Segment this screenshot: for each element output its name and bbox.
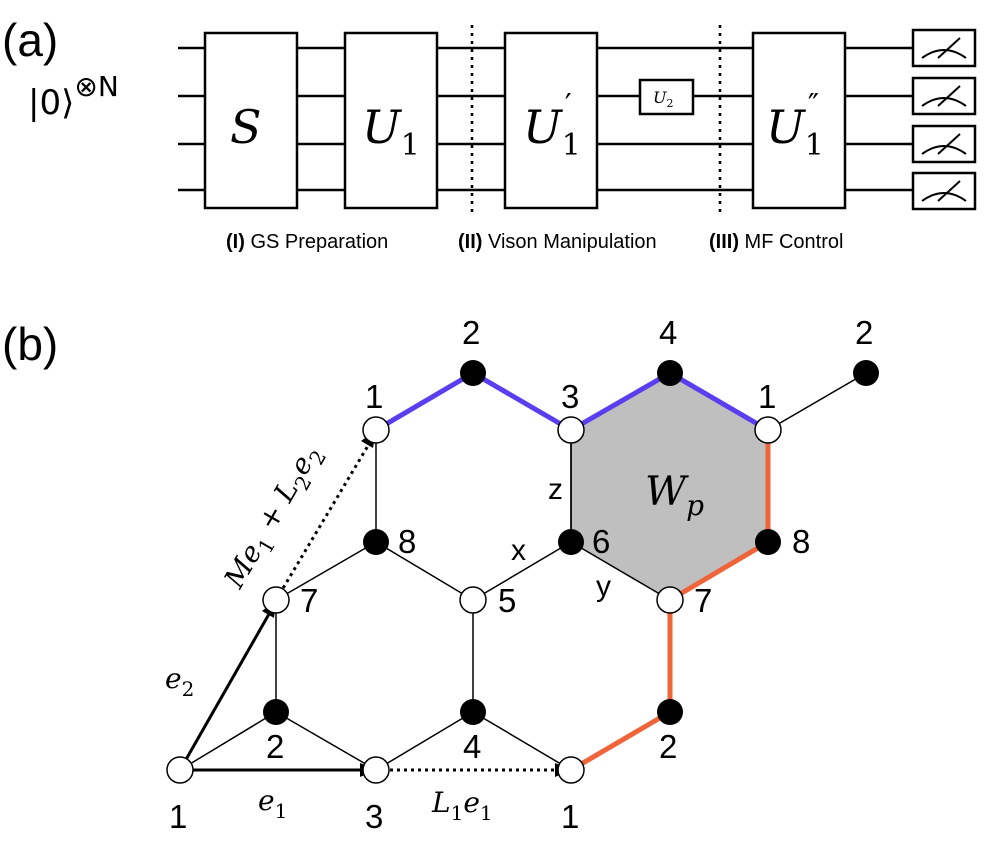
vector-label-e1: e1	[258, 784, 287, 823]
site-circle	[262, 586, 290, 614]
vector-label-e2: e2	[165, 662, 194, 701]
svg-text:U1″: U1″	[766, 88, 824, 163]
meter-icon	[911, 124, 977, 164]
site-label: 8	[398, 523, 416, 560]
site-circle	[362, 756, 390, 784]
site-circle	[557, 756, 585, 784]
site-dot	[460, 360, 486, 386]
svg-text:U2: U2	[653, 88, 673, 110]
site-label: 4	[463, 728, 481, 765]
site-circle	[362, 416, 390, 444]
black-sites	[263, 360, 879, 725]
gate-U1-double-prime: U1″	[751, 31, 847, 210]
site-circle	[754, 416, 782, 444]
meter-icon	[911, 28, 977, 68]
site-dot	[755, 529, 781, 555]
stage-label-mf-control: (III) MF Control	[709, 231, 843, 253]
site-label: 2	[266, 728, 284, 765]
site-label: 1	[169, 798, 187, 835]
site-label: 3	[365, 798, 383, 835]
site-circle	[166, 756, 194, 784]
site-label: 5	[498, 582, 516, 619]
bond-label-x: x	[511, 534, 526, 567]
site-dot	[657, 360, 683, 386]
site-label: 7	[300, 582, 318, 619]
panel-a-label: (a)	[2, 14, 58, 66]
site-label: 1	[365, 378, 383, 415]
gate-U1: U1	[343, 31, 439, 210]
site-label: 2	[462, 314, 480, 351]
plaquette-wp	[571, 373, 768, 600]
vector-label-L1e1: L1e1	[431, 786, 493, 825]
vector-e2-arrow	[178, 613, 271, 771]
site-label: 1	[758, 378, 776, 415]
gate-U1-prime: U1′	[503, 31, 599, 210]
panel-b-label: (b)	[2, 318, 58, 370]
site-dot	[363, 529, 389, 555]
white-sites	[166, 416, 782, 784]
gate-U2: U2	[638, 78, 695, 116]
site-circle	[656, 586, 684, 614]
site-label: 8	[792, 523, 810, 560]
site-dot	[263, 699, 289, 725]
site-number-labels: 2 4 2 1 3 1 8 6 8 7 5 7 2 4 2 1 3 1	[169, 314, 873, 835]
site-label: 2	[659, 728, 677, 765]
stage-label-gs-preparation: (I) GS Preparation	[226, 231, 388, 253]
site-dot	[657, 699, 683, 725]
vector-diagonal-dotted	[274, 443, 371, 601]
site-label: 1	[561, 798, 579, 835]
svg-text:S: S	[230, 100, 262, 154]
site-dot	[460, 699, 486, 725]
site-dot	[558, 529, 584, 555]
site-label: 4	[659, 314, 677, 351]
svg-text:U1: U1	[362, 100, 420, 163]
input-state-label: |0⟩⊗N	[28, 70, 119, 123]
svg-text:U1′: U1′	[523, 88, 581, 163]
measurement-meters	[911, 28, 977, 211]
site-circle	[557, 416, 585, 444]
vector-label-diagonal: Me1 + L2e2	[217, 439, 331, 598]
plaquette-label: Wp	[645, 469, 704, 522]
site-circle	[459, 586, 487, 614]
site-label: 2	[855, 314, 873, 351]
site-label: 7	[694, 582, 712, 619]
site-label: 3	[561, 378, 579, 415]
bond-label-y: y	[596, 570, 611, 603]
meter-icon	[911, 171, 977, 211]
site-dot	[853, 360, 879, 386]
meter-icon	[911, 76, 977, 116]
stage-label-vison-manipulation: (II) Vison Manipulation	[458, 231, 657, 253]
gate-S: S	[203, 31, 299, 210]
site-label: 6	[592, 523, 610, 560]
bond-label-z: z	[548, 473, 563, 506]
lattice-bonds	[179, 372, 867, 771]
